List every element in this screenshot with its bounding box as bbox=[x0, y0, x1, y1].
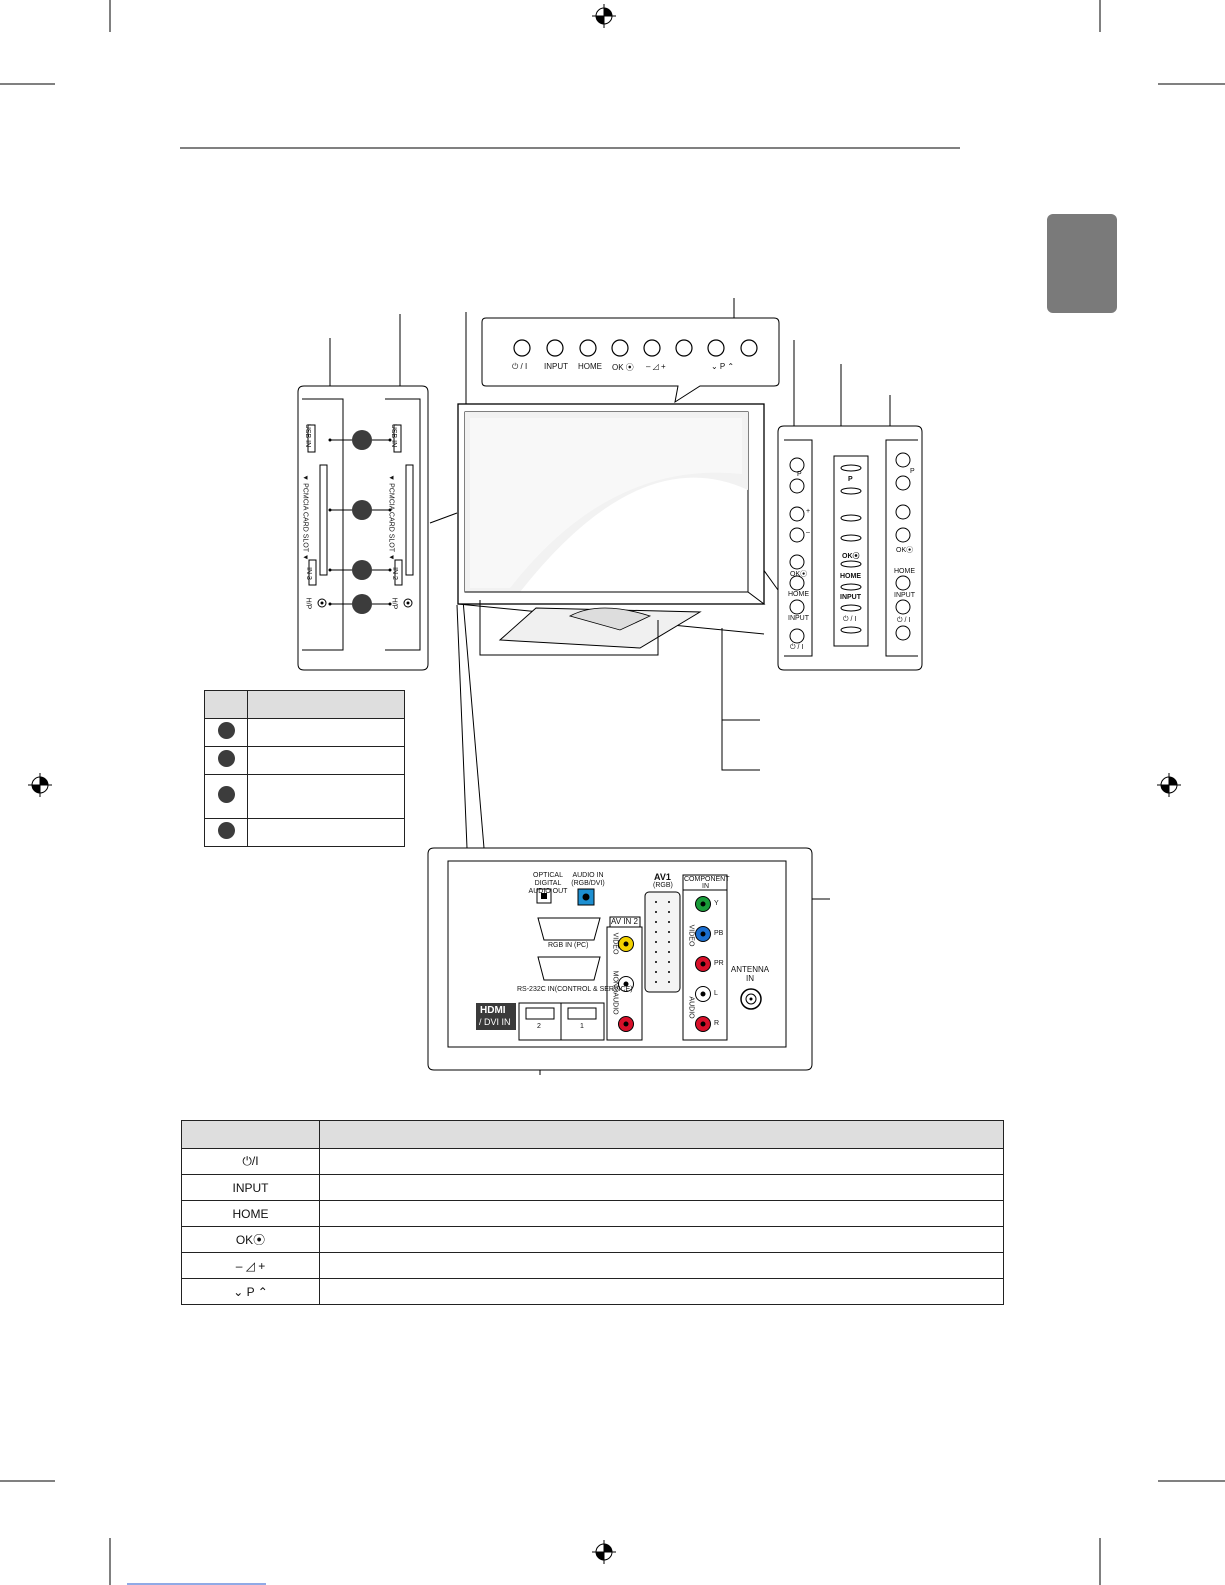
component-video-label: VIDEO bbox=[687, 924, 695, 947]
antenna-in-label: ANTENNA IN bbox=[730, 965, 770, 983]
legend-marker-3 bbox=[217, 785, 235, 803]
side-a-minus-label: – bbox=[806, 529, 810, 536]
func-row-input: INPUT bbox=[181, 1174, 320, 1201]
side-b-home-label: HOME bbox=[840, 573, 861, 580]
func-row-home: HOME bbox=[181, 1200, 320, 1227]
side-a-plus-label: + bbox=[806, 508, 811, 515]
optical-out-label: OPTICAL DIGITAL AUDIO OUT bbox=[528, 872, 568, 895]
label-input: INPUT bbox=[544, 362, 568, 371]
legend-marker-2 bbox=[217, 749, 235, 767]
side-a-p-label: P bbox=[797, 471, 802, 478]
legend-marker-1 bbox=[217, 721, 235, 739]
av1-rgb-label: (RGB) bbox=[653, 882, 673, 889]
hdmi-port-2-label: 2 bbox=[537, 1023, 541, 1030]
component-audio-label: AUDIO bbox=[687, 996, 695, 1019]
usb-label-b: USB IN bbox=[390, 423, 398, 448]
side-a-input-label: INPUT bbox=[788, 615, 809, 622]
mono-label: MONO bbox=[611, 970, 619, 993]
hdmi3-label: IN 3 bbox=[304, 567, 312, 580]
label-program: ⌄ P ⌃ bbox=[711, 362, 735, 371]
hdmi2-label: IN 2 bbox=[390, 567, 398, 580]
side-b-power-label: ⏻ / I bbox=[843, 616, 857, 623]
pcmcia-label-b: ▼ PCMCIA CARD SLOT ▼ bbox=[387, 474, 395, 561]
language-tab bbox=[1047, 214, 1117, 313]
headphone-label-a: H/P bbox=[304, 597, 312, 610]
hdmi-port-1-label: 1 bbox=[580, 1023, 584, 1030]
label-ok: OK ⦿ bbox=[612, 363, 634, 372]
hdmi-logo: HDMI bbox=[480, 1005, 506, 1016]
func-row-ok: OK⦿ bbox=[181, 1226, 320, 1253]
pb-label: PB bbox=[714, 930, 724, 937]
y-label: Y bbox=[714, 900, 719, 907]
func-row-program: ⌄ P ⌃ bbox=[181, 1278, 320, 1305]
av-in2-label: AV IN 2 bbox=[611, 917, 638, 926]
func-row-power: ⏻/I bbox=[181, 1148, 320, 1175]
side-b-input-label: INPUT bbox=[840, 594, 861, 601]
headphone-label-b: H/P bbox=[390, 597, 398, 610]
legend-marker-4 bbox=[217, 821, 235, 839]
label-home: HOME bbox=[578, 362, 602, 371]
component-label: COMPONENT IN bbox=[684, 876, 730, 890]
side-c-home-label: HOME bbox=[894, 568, 915, 575]
side-b-ok-label: OK⦿ bbox=[842, 553, 860, 560]
func-row-volume: – ◿ + bbox=[181, 1252, 320, 1279]
r-label: R bbox=[714, 1020, 720, 1027]
rgb-in-label: RGB IN (PC) bbox=[548, 942, 589, 949]
label-power: ⏻ / I bbox=[512, 362, 528, 371]
side-a-home-label: HOME bbox=[788, 591, 809, 598]
side-c-ok-label: OK⦿ bbox=[896, 547, 914, 554]
side-b-p-label: P bbox=[848, 476, 853, 483]
pr-label: PR bbox=[714, 960, 724, 967]
port-legend-table bbox=[204, 690, 405, 847]
audio-label: AUDIO bbox=[611, 992, 619, 1015]
side-a-power-label: ⏻ / I bbox=[790, 644, 804, 651]
usb-label-a: USB IN bbox=[304, 423, 312, 448]
l-label: L bbox=[714, 990, 718, 997]
av1-label: AV1 bbox=[654, 872, 671, 882]
dvi-in-label: / DVI IN bbox=[479, 1017, 511, 1027]
side-a-ok-label: OK⦿ bbox=[790, 571, 808, 578]
audio-in-label: AUDIO IN (RGB/DVI) bbox=[571, 872, 605, 887]
button-function-table: ⏻/I INPUT HOME OK⦿ – ◿ + ⌄ P ⌃ bbox=[181, 1120, 1004, 1305]
side-c-input-label: INPUT bbox=[894, 592, 915, 599]
side-c-power-label: ⏻ / I bbox=[897, 617, 911, 624]
rs232-label: RS-232C IN(CONTROL & SERVICE) bbox=[517, 986, 633, 993]
pcmcia-label-a: ▼ PCMCIA CARD SLOT ▼ bbox=[301, 474, 309, 561]
side-c-p-label: P bbox=[910, 468, 915, 475]
tv-illustration bbox=[297, 298, 923, 1075]
label-volume: – ◿ + bbox=[646, 362, 666, 371]
video-label: VIDEO bbox=[611, 932, 619, 955]
